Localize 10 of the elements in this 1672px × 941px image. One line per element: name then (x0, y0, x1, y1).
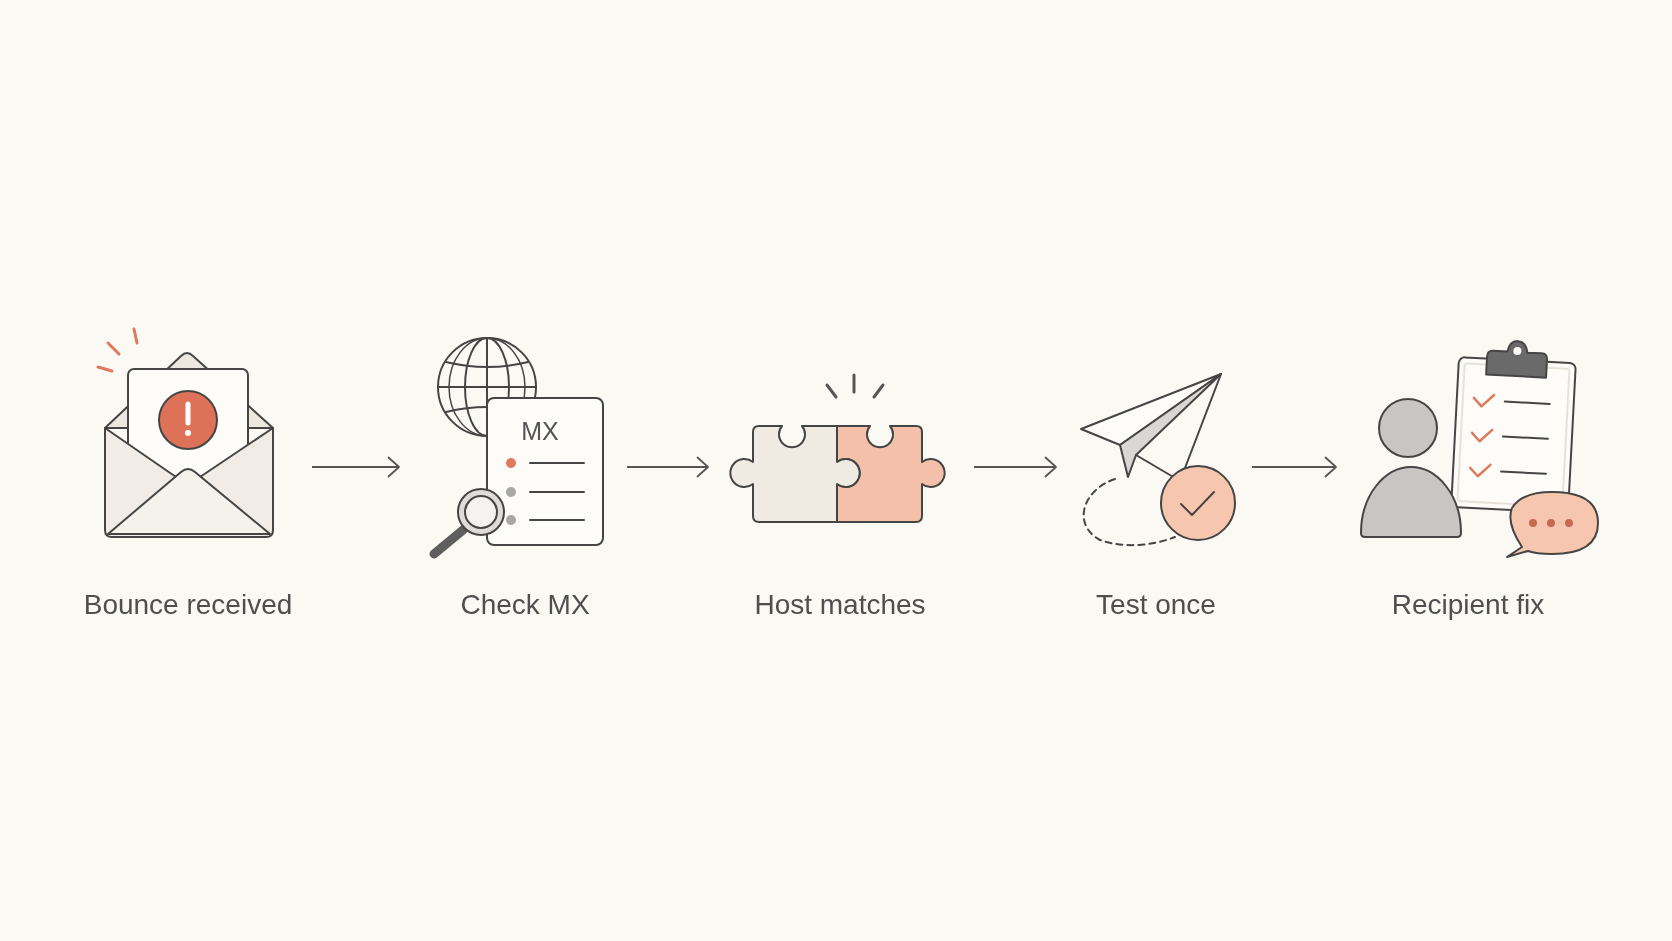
arrow (973, 456, 1057, 478)
step-label: Host matches (754, 588, 926, 622)
document-heading: MX (521, 417, 559, 445)
step-label: Recipient fix (1391, 588, 1545, 622)
arrow (311, 456, 400, 478)
step-label: Check MX (460, 588, 590, 622)
step-label: Test once (1096, 588, 1216, 622)
arrow (1251, 456, 1337, 478)
arrow (626, 456, 709, 478)
step-label: Bounce received (83, 588, 293, 622)
